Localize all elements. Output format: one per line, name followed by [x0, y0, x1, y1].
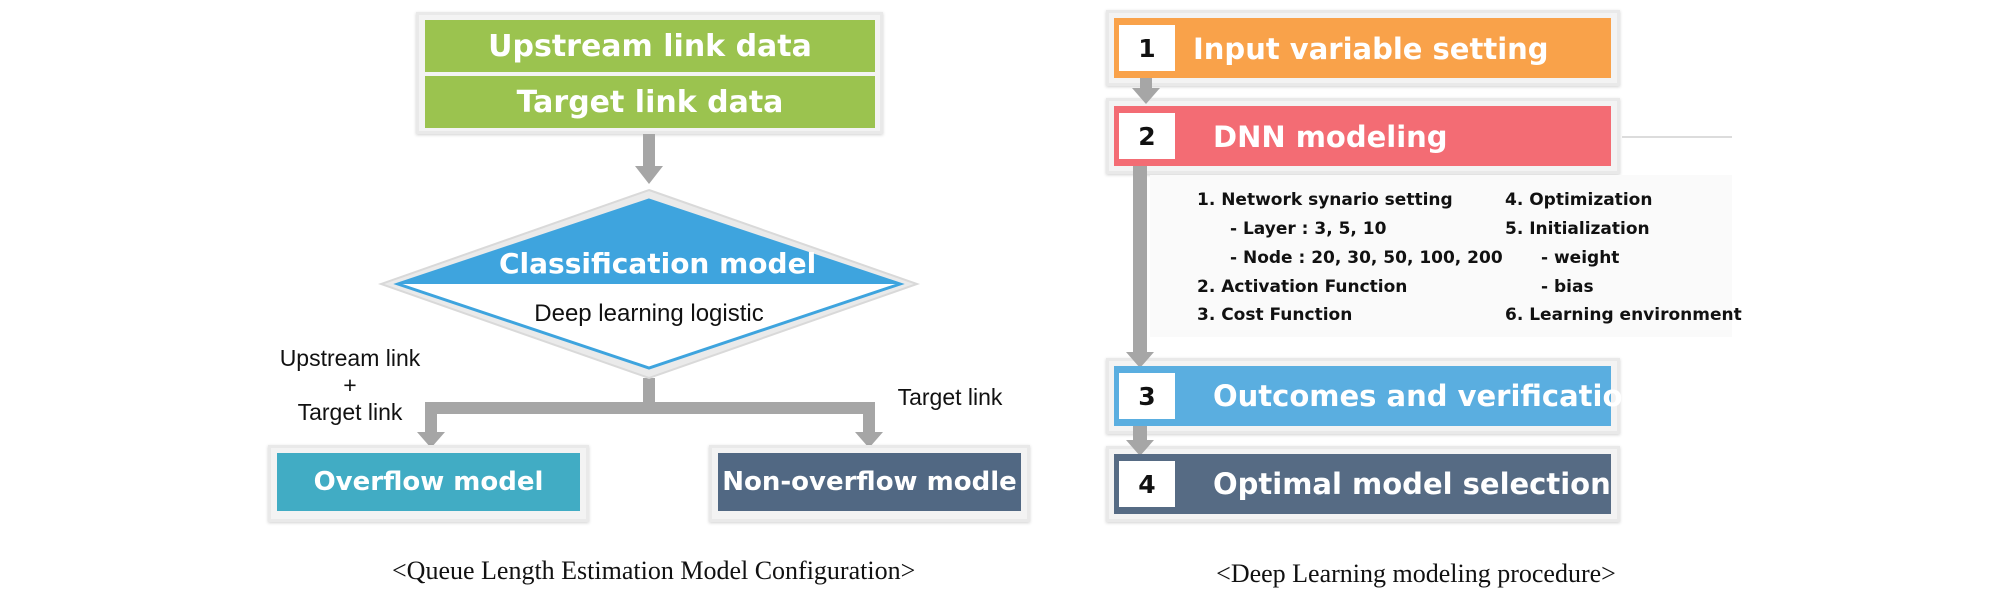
connector-to-overflow [425, 402, 437, 436]
left-caption: <Queue Length Estimation Model Configura… [392, 556, 916, 585]
detail-network-scenario: 1. Network synario setting [1197, 190, 1453, 210]
connector-to-non-overflow [863, 402, 875, 436]
detail-node: - Node : 20, 30, 50, 100, 200 [1230, 248, 1503, 268]
connector-split-horizontal [425, 402, 875, 414]
step-3-bar [1114, 366, 1611, 426]
overflow-model-box: Overflow model [277, 453, 580, 511]
overflow-model-label: Overflow model [313, 467, 544, 497]
right-caption: <Deep Learning modeling procedure> [1216, 559, 1616, 588]
step-4-number: 4 [1119, 461, 1175, 507]
branch-right-label: Target link [897, 384, 1003, 410]
branch-left-line2: Target link [297, 399, 403, 425]
diamond-blue-top [398, 200, 900, 284]
arrowhead-step1-to-step2 [1132, 88, 1160, 104]
arrowhead-to-non-overflow [855, 432, 883, 448]
upstream-link-data-box: Upstream link data [425, 20, 875, 72]
step-2-label: DNN modeling [1213, 120, 1448, 154]
step-2-bar [1114, 106, 1611, 166]
detail-weight: - weight [1541, 248, 1620, 268]
target-link-data-box: Target link data [425, 76, 875, 128]
details-top-rule [1622, 136, 1732, 138]
detail-optimization: 4. Optimization [1505, 190, 1653, 210]
step-1-bar [1114, 18, 1611, 78]
detail-activation-function: 2. Activation Function [1197, 277, 1408, 297]
arrow-step2-to-step3 [1133, 160, 1147, 356]
detail-layer: - Layer : 3, 5, 10 [1230, 219, 1387, 239]
arrowhead-step3-to-step4 [1126, 440, 1154, 456]
step-2-number: 2 [1119, 113, 1175, 159]
detail-learning-environment: 6. Learning environment [1505, 305, 1742, 325]
detail-bias: - bias [1541, 277, 1594, 297]
non-overflow-model-label: Non-overflow modle [722, 467, 1017, 497]
step-3-label: Outcomes and verification [1213, 379, 1644, 413]
arrowhead-step2-to-step3 [1126, 352, 1154, 368]
connector-classification-down [643, 378, 655, 408]
detail-initialization: 5. Initialization [1505, 219, 1650, 239]
target-link-data-label: Target link data [516, 84, 784, 120]
arrow-input-to-classification [643, 134, 655, 168]
arrowhead-input-to-classification [635, 166, 663, 184]
step-4-label: Optimal model selection [1213, 467, 1611, 501]
step-1-label: Input variable setting [1193, 32, 1549, 66]
detail-cost-function: 3. Cost Function [1197, 305, 1353, 325]
upstream-link-data-label: Upstream link data [488, 28, 812, 64]
step-3-number: 3 [1119, 373, 1175, 419]
details-panel [1150, 175, 1732, 337]
non-overflow-model-box: Non-overflow modle [718, 453, 1021, 511]
step-1-number: 1 [1119, 25, 1175, 71]
arrowhead-to-overflow [417, 432, 445, 448]
arrow-step3-to-step4 [1133, 420, 1147, 444]
step-4-bar [1114, 454, 1611, 514]
branch-left-plus: + [343, 372, 357, 398]
classification-title: Classification model [499, 247, 817, 280]
classification-subtitle: Deep learning logistic [534, 300, 764, 327]
branch-left-line1: Upstream link [279, 345, 421, 371]
